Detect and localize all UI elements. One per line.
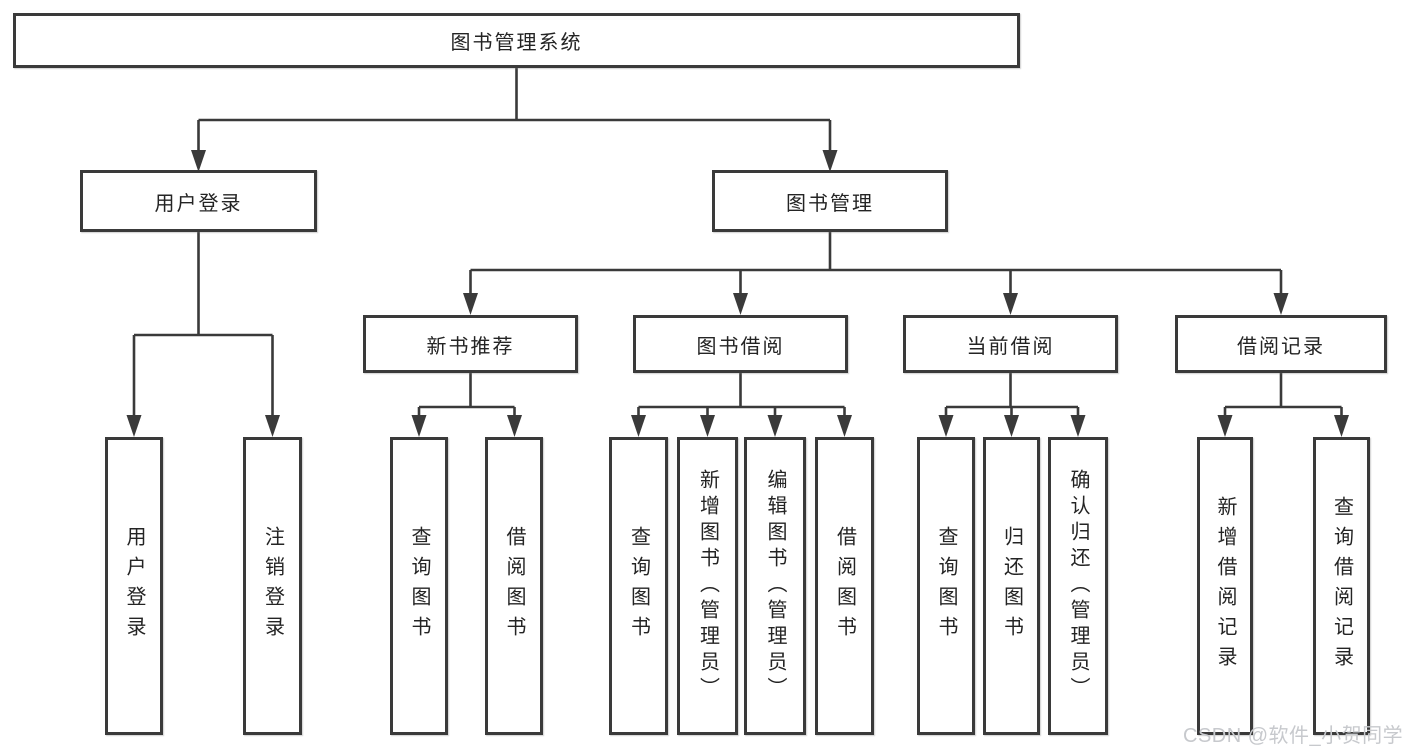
node-new-book-recommend: 新书推荐: [363, 315, 578, 373]
node-leaf-return-books: 归还图书: [983, 437, 1040, 735]
node-label: 用户登录: [123, 526, 145, 646]
node-current-borrowing: 当前借阅: [903, 315, 1118, 373]
node-label: 查询图书: [935, 526, 957, 646]
node-user-login: 用户登录: [80, 170, 317, 232]
csdn-watermark: CSDN @软件_小贺同学: [1183, 725, 1404, 747]
node-leaf-add-borrow-record: 新增借阅记录: [1197, 437, 1253, 735]
node-label: 借阅记录: [1237, 335, 1325, 358]
node-leaf-user-login: 用户登录: [105, 437, 163, 735]
node-leaf-query-books-1: 查询图书: [390, 437, 448, 735]
node-label: 图书借阅: [696, 335, 785, 358]
node-book-borrowing: 图书借阅: [633, 315, 848, 373]
node-library-system: 图书管理系统: [13, 13, 1020, 68]
node-leaf-add-book-admin: 新增图书（管理员）: [677, 437, 738, 735]
node-leaf-query-books-3: 查询图书: [917, 437, 975, 735]
connector-current-borrow-to-leaves: [944, 373, 1080, 418]
arrow-down-icons: [126, 150, 1349, 437]
connector-book-borrow-to-leaves: [637, 373, 846, 418]
node-label: 查询图书: [627, 526, 650, 646]
connector-book-mgmt-to-level3: [469, 232, 1283, 296]
node-label: 新增图书（管理员）: [696, 469, 719, 703]
node-label: 新书推荐: [426, 335, 515, 358]
node-label: 借阅图书: [833, 526, 856, 646]
node-label: 借阅图书: [503, 526, 525, 646]
node-leaf-borrow-books-2: 借阅图书: [815, 437, 874, 735]
node-label: 图书管理系统: [450, 32, 583, 54]
node-label: 编辑图书（管理员）: [764, 469, 786, 703]
node-label: 当前借阅: [966, 335, 1055, 358]
node-label: 注销登录: [261, 526, 284, 646]
node-leaf-query-borrow-record: 查询借阅记录: [1313, 437, 1370, 735]
node-label: 新增借阅记录: [1214, 496, 1236, 676]
node-label: 查询借阅记录: [1330, 496, 1353, 676]
connector-user-login-to-leaves: [132, 232, 274, 418]
connector-root-to-level2: [197, 68, 832, 153]
node-borrowing-records: 借阅记录: [1175, 315, 1387, 373]
node-label: 查询图书: [408, 526, 430, 646]
node-label: 用户登录: [154, 192, 243, 215]
connector-new-book-rec-to-leaves: [417, 373, 516, 418]
node-leaf-query-books-2: 查询图书: [609, 437, 668, 735]
node-book-management: 图书管理: [712, 170, 948, 232]
node-leaf-borrow-books-1: 借阅图书: [485, 437, 543, 735]
connector-borrow-records-to-leaves: [1223, 373, 1343, 418]
node-label: 归还图书: [1000, 526, 1023, 646]
node-leaf-confirm-return-admin: 确认归还（管理员）: [1048, 437, 1108, 735]
node-leaf-edit-book-admin: 编辑图书（管理员）: [744, 437, 806, 735]
node-label: 确认归还（管理员）: [1067, 469, 1089, 703]
node-label: 图书管理: [786, 192, 874, 215]
node-leaf-logout: 注销登录: [243, 437, 302, 735]
